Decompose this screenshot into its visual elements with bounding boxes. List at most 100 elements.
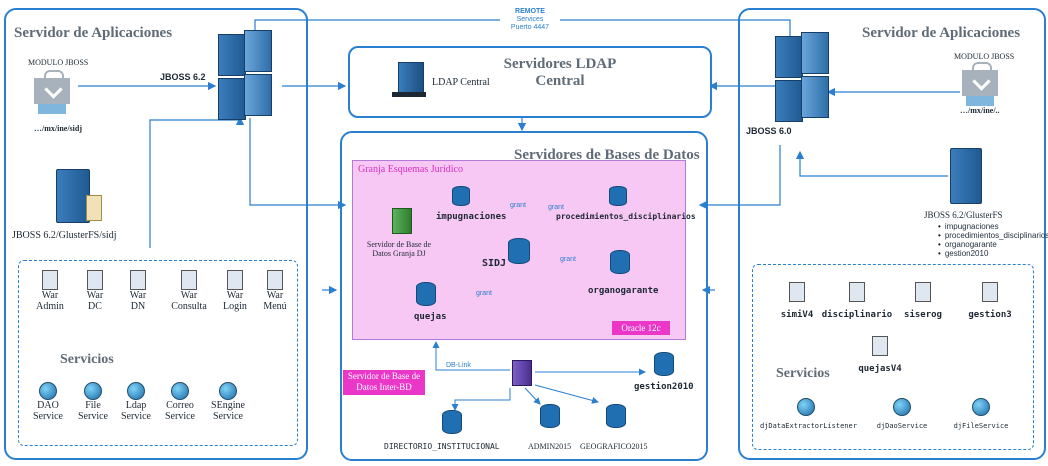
db-quejas: quejas <box>414 312 447 322</box>
war-label-1: War <box>41 290 59 301</box>
right-modulo-label: MODULO JBOSS <box>954 52 1015 61</box>
war-item[interactable]: War DN <box>118 270 158 312</box>
left-gluster-label: JBOSS 6.2/GlusterFS/sidj <box>12 230 117 241</box>
database-icon[interactable] <box>610 250 630 274</box>
interbd-label-2: Datos Inter-BD <box>356 382 412 392</box>
service-item[interactable]: SEngine Service <box>204 382 252 422</box>
grant-label: grant <box>476 290 492 297</box>
war-label-1: War <box>129 290 147 301</box>
war-label-2: DC <box>88 301 102 312</box>
right-panel-title: Servidor de Aplicaciones <box>862 25 1021 41</box>
war-item[interactable]: quejasV4 <box>852 336 908 374</box>
service-label-2: Service <box>121 411 151 422</box>
ldap-title-line1: Servidores LDAP <box>503 56 617 72</box>
war-item[interactable]: War DC <box>75 270 115 312</box>
right-gluster-link <box>795 150 948 177</box>
left-service-list: DAO Service File Service Ldap Service Co… <box>28 382 290 442</box>
war-label-2: Admin <box>36 301 64 312</box>
db-panel-title: Servidores de Bases de Datos <box>514 147 700 163</box>
service-item[interactable]: djDaoService <box>866 398 938 430</box>
globe-gear-icon <box>39 382 57 400</box>
interbd-label-1: Servidor de Base de <box>347 371 421 381</box>
database-icon[interactable] <box>606 404 626 428</box>
database-icon[interactable] <box>442 410 462 434</box>
service-label-1: File <box>85 400 101 411</box>
database-icon[interactable] <box>416 282 436 306</box>
war-label-2: Consulta <box>171 301 207 312</box>
right-jboss-server-icon <box>775 32 833 124</box>
service-item[interactable]: File Service <box>73 382 113 422</box>
service-item[interactable]: DAO Service <box>28 382 68 422</box>
database-icon[interactable] <box>452 186 470 206</box>
gluster-item: impugnaciones <box>945 222 1048 231</box>
left-app-server-panel <box>4 8 308 460</box>
war-item[interactable]: gestion3 <box>962 282 1018 320</box>
gluster-item: gestion2010 <box>945 249 1048 258</box>
service-label: djDaoService <box>876 422 928 430</box>
service-item[interactable]: djFileService <box>946 398 1016 430</box>
gluster-item: organogarante <box>945 240 1048 249</box>
war-file-icon <box>42 270 58 290</box>
database-icon[interactable] <box>508 238 530 264</box>
war-item[interactable]: War Menú <box>255 270 295 312</box>
war-file-icon <box>130 270 146 290</box>
db-impugnaciones: impugnaciones <box>436 212 507 222</box>
war-file-icon <box>267 270 283 290</box>
war-item[interactable]: siserog <box>898 282 948 320</box>
granja-server-label: Servidor de Base de Datos Granja DJ <box>356 240 442 258</box>
service-item[interactable]: djDataExtractorListener <box>760 398 857 430</box>
right-servicios-title: Servicios <box>776 366 830 381</box>
granja-server-label-2: Datos Granja DJ <box>372 249 426 258</box>
war-file-icon <box>227 270 243 290</box>
war-label-1: War <box>226 290 244 301</box>
war-item[interactable]: disciplinario <box>818 282 896 320</box>
war-file-icon <box>915 282 931 302</box>
left-db-link <box>249 118 347 210</box>
left-gluster-server-icon <box>56 165 104 225</box>
war-file-icon <box>872 336 888 356</box>
service-label-1: Ldap <box>125 400 147 411</box>
database-icon[interactable] <box>540 404 560 428</box>
database-icon[interactable] <box>654 352 674 376</box>
right-gluster-list: impugnaciones procedimientos_disciplinar… <box>936 222 1048 258</box>
ldap-server-icon <box>398 62 424 94</box>
left-components-box <box>18 260 298 446</box>
ldap-title-line2: Central <box>535 73 585 89</box>
db-admin2015: ADMIN2015 <box>528 442 572 451</box>
db-sidj: SIDJ <box>482 258 507 269</box>
globe-gear-icon <box>84 382 102 400</box>
service-item[interactable]: Ldap Service <box>116 382 156 422</box>
right-components-box <box>752 264 1034 450</box>
war-item[interactable]: War Login <box>215 270 255 312</box>
service-label-2: Service <box>213 411 243 422</box>
war-file-icon <box>181 270 197 290</box>
left-jboss-server-icon <box>218 30 276 122</box>
right-modulo-path: …/mx/ine/.. <box>960 106 1000 115</box>
grant-label: grant <box>548 204 564 211</box>
database-icon[interactable] <box>609 186 627 206</box>
db-organogarante: organogarante <box>588 286 659 296</box>
war-file-icon <box>87 270 103 290</box>
war-label-2: Menú <box>263 301 287 312</box>
war-label: simiV4 <box>780 310 814 320</box>
grant-label: grant <box>510 202 526 209</box>
globe-gear-icon <box>171 382 189 400</box>
war-file-icon <box>982 282 998 302</box>
globe-gear-icon <box>797 398 815 416</box>
remote-title: REMOTE <box>515 8 545 15</box>
dblink-label: DB-Link <box>446 362 471 369</box>
war-file-icon <box>789 282 805 302</box>
service-label-2: Service <box>165 411 195 422</box>
service-label: djDataExtractorListener <box>760 422 857 430</box>
left-war-list: War Admin War DC War DN War Consulta War… <box>30 270 290 330</box>
war-item[interactable]: War Consulta <box>165 270 213 312</box>
service-item[interactable]: Correo Service <box>158 382 202 422</box>
granja-server-label-1: Servidor de Base de <box>366 240 432 249</box>
war-label-2: DN <box>130 301 146 312</box>
war-item[interactable]: simiV4 <box>772 282 822 320</box>
ldap-keyboard-icon <box>392 92 426 97</box>
war-item[interactable]: War Admin <box>30 270 70 312</box>
war-label-1: War <box>86 290 104 301</box>
db-servers-panel <box>340 131 708 461</box>
war-label-1: War <box>266 290 284 301</box>
